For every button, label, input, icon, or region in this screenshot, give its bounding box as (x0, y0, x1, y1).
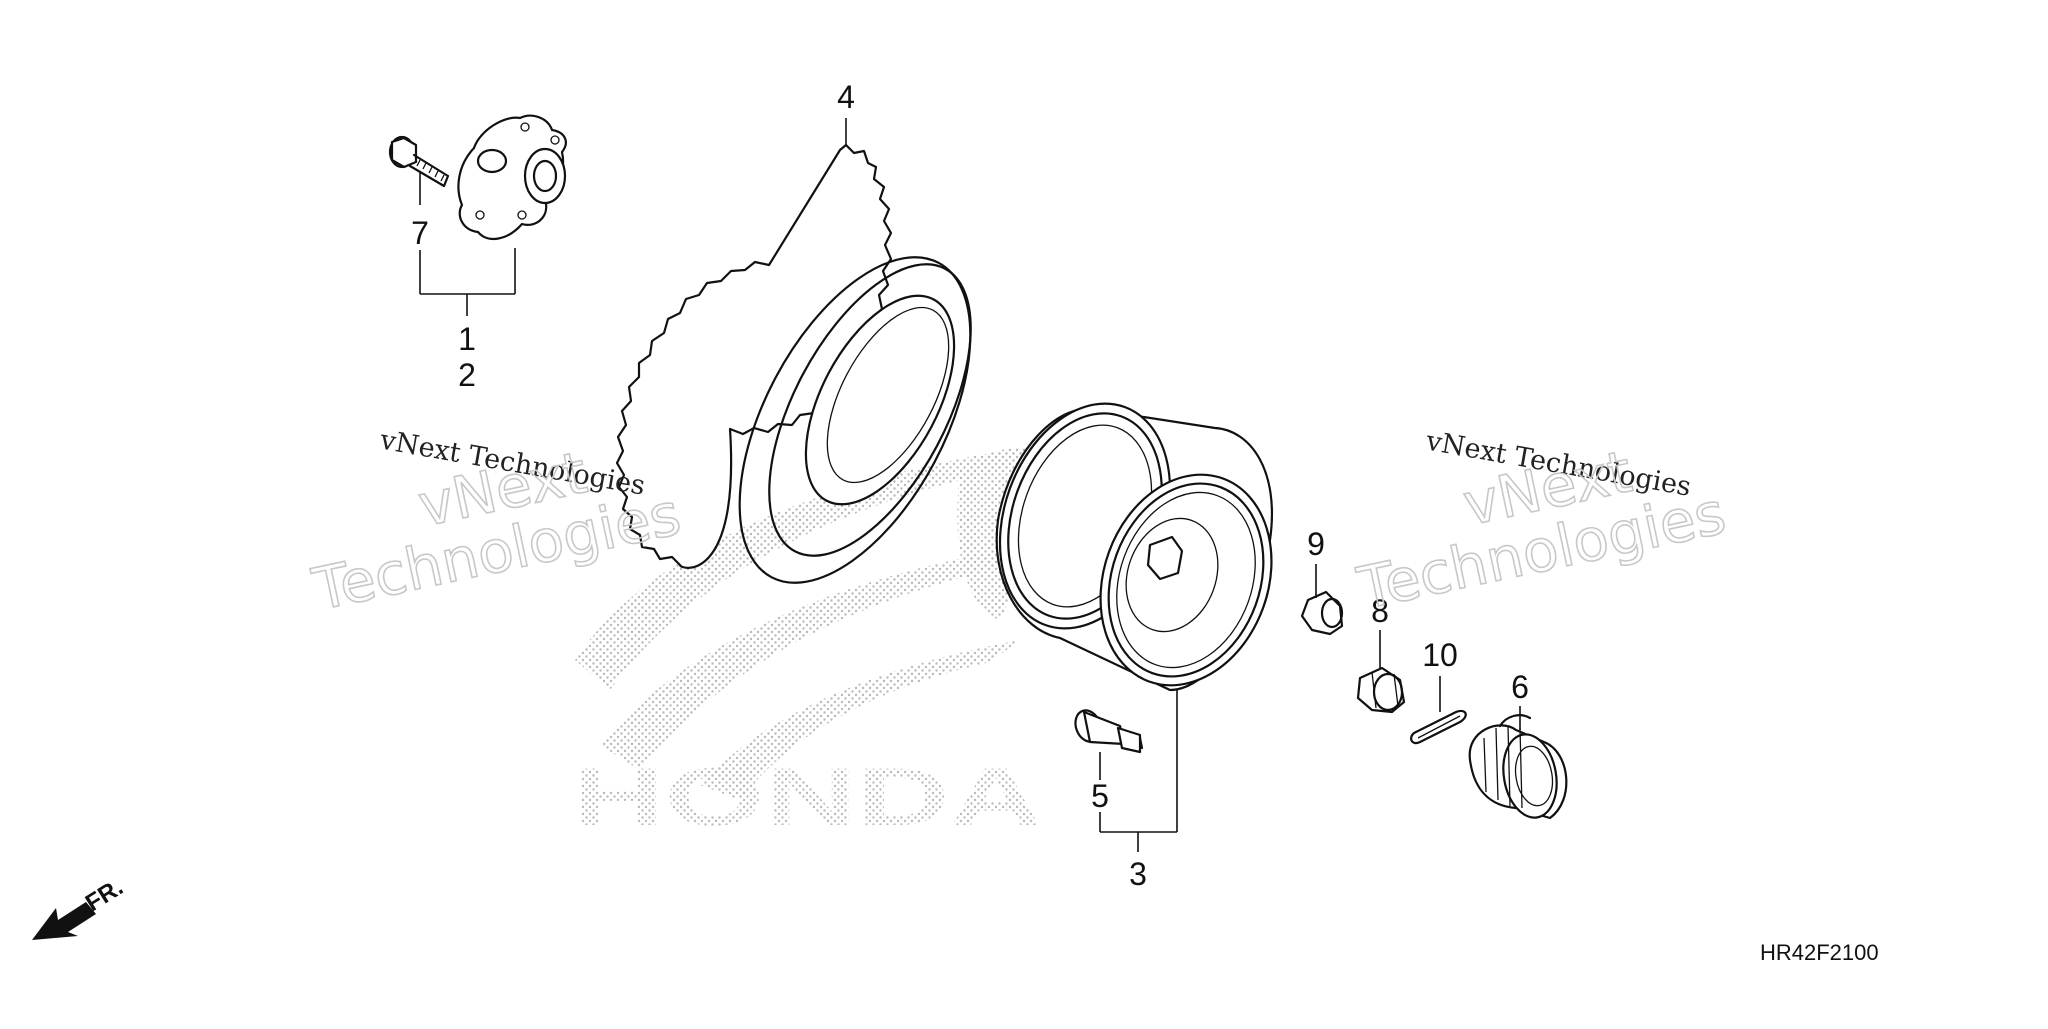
callout-3: 3 (1129, 856, 1147, 892)
callout-8: 8 (1371, 593, 1389, 629)
tire-valve-part[interactable] (1071, 707, 1144, 754)
wheel-hub-part[interactable] (457, 114, 567, 241)
cotter-pin-part[interactable] (1410, 709, 1467, 745)
hub-cap-part[interactable] (1468, 714, 1568, 822)
callout-7: 7 (411, 215, 429, 251)
tire-part[interactable] (615, 143, 1018, 619)
callout-9: 9 (1307, 526, 1325, 562)
diagram-code: HR42F2100 (1760, 940, 1879, 965)
honda-brand-watermark: HONDA (572, 752, 1042, 843)
front-direction-arrow-icon: FR. (32, 874, 128, 940)
callout-4: 4 (837, 79, 855, 115)
castle-nut-part[interactable] (1356, 666, 1406, 714)
callout-2: 2 (458, 357, 476, 393)
collar-part[interactable] (1300, 590, 1344, 636)
leader-bracket-hub (419, 172, 516, 316)
leader-bracket-rim (1099, 690, 1178, 852)
wheel-rim-part[interactable] (970, 380, 1300, 710)
callout-5: 5 (1091, 778, 1109, 814)
flange-bolt-part[interactable] (388, 135, 450, 188)
callout-6: 6 (1511, 669, 1529, 705)
callout-1: 1 (458, 321, 476, 357)
callout-10: 10 (1422, 637, 1458, 673)
